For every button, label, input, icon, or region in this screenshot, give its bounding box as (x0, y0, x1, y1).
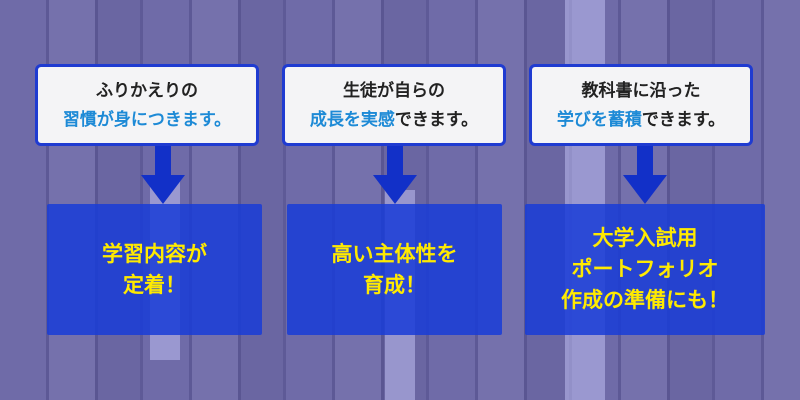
result-line: 育成！ (363, 272, 426, 297)
background-arrow-shape (565, 0, 605, 400)
top-box-rest: できます。 (394, 110, 479, 130)
result-line: 定着！ (123, 272, 186, 297)
arrow-down-icon (623, 175, 667, 204)
top-box-highlight: 学びを蓄積 (556, 110, 642, 130)
top-box-line: 生徒が自らの (343, 81, 445, 101)
top-box-2: 生徒が自らの 成長を実感できます。 (282, 64, 506, 146)
result-line: ポートフォリオ (571, 257, 719, 281)
top-box-rest: できます。 (641, 110, 726, 130)
result-line: 高い主体性を (331, 241, 458, 266)
result-line: 学習内容が (102, 241, 207, 266)
arrow-down-icon (141, 175, 185, 204)
arrow-down-icon (373, 175, 417, 204)
top-box-3: 教科書に沿った 学びを蓄積できます。 (529, 64, 753, 146)
result-line: 作成の準備にも！ (561, 288, 729, 312)
top-box-line: ふりかえりの (96, 81, 198, 101)
top-box-1: ふりかえりの 習慣が身につきます。 (35, 64, 259, 146)
result-line: 大学入試用 (592, 226, 698, 250)
top-box-line: 教科書に沿った (581, 81, 701, 101)
arrow-down-icon (155, 146, 171, 176)
arrow-down-icon (387, 146, 403, 176)
top-box-highlight: 習慣が身につきます。 (62, 110, 232, 130)
result-box-3: 大学入試用ポートフォリオ作成の準備にも！ (525, 204, 765, 335)
result-box-1: 学習内容が定着！ (47, 204, 262, 335)
arrow-down-icon (637, 146, 653, 176)
result-box-2: 高い主体性を育成！ (287, 204, 502, 335)
top-box-highlight: 成長を実感 (309, 110, 395, 130)
